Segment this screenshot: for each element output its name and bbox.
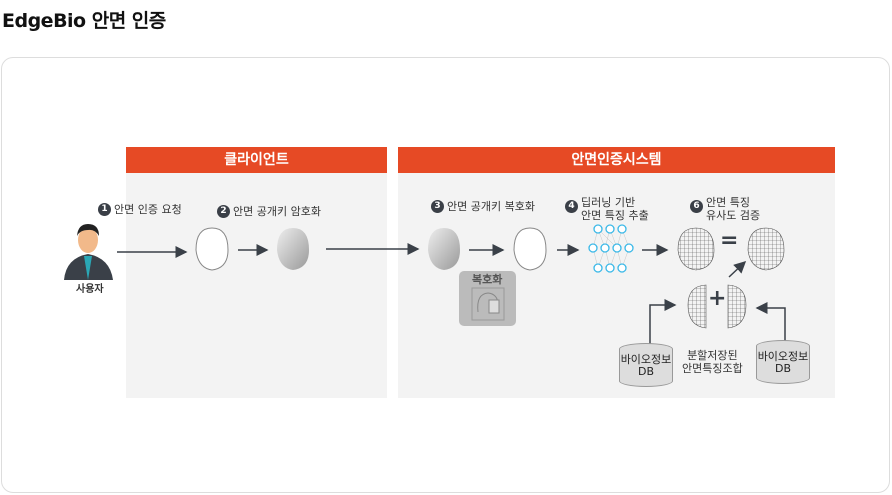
neural-network-icon [588,224,634,273]
decrypt-box-label: 복호화 [472,273,503,286]
face-feature-icon [677,227,715,271]
system-header: 안면인증시스템 [398,147,835,173]
page-title: EdgeBio 안면 인증 [2,10,166,32]
client-panel: 클라이언트 [126,147,387,398]
flow-arrows [117,243,786,345]
half-face-right-icon [727,284,747,329]
half-face-left-icon [687,284,707,329]
user-label: 사용자 [76,284,104,295]
face-plain-icon [195,227,229,271]
face-decrypted-icon [513,227,547,271]
plus-sign: + [708,286,727,311]
user-icon [64,224,113,280]
face-feature-icon [747,227,785,271]
face-encrypted-icon [428,228,460,270]
client-header: 클라이언트 [126,147,387,173]
equals-sign: = [720,228,739,253]
decrypt-box [459,271,516,326]
face-encrypted-icon [277,228,309,270]
